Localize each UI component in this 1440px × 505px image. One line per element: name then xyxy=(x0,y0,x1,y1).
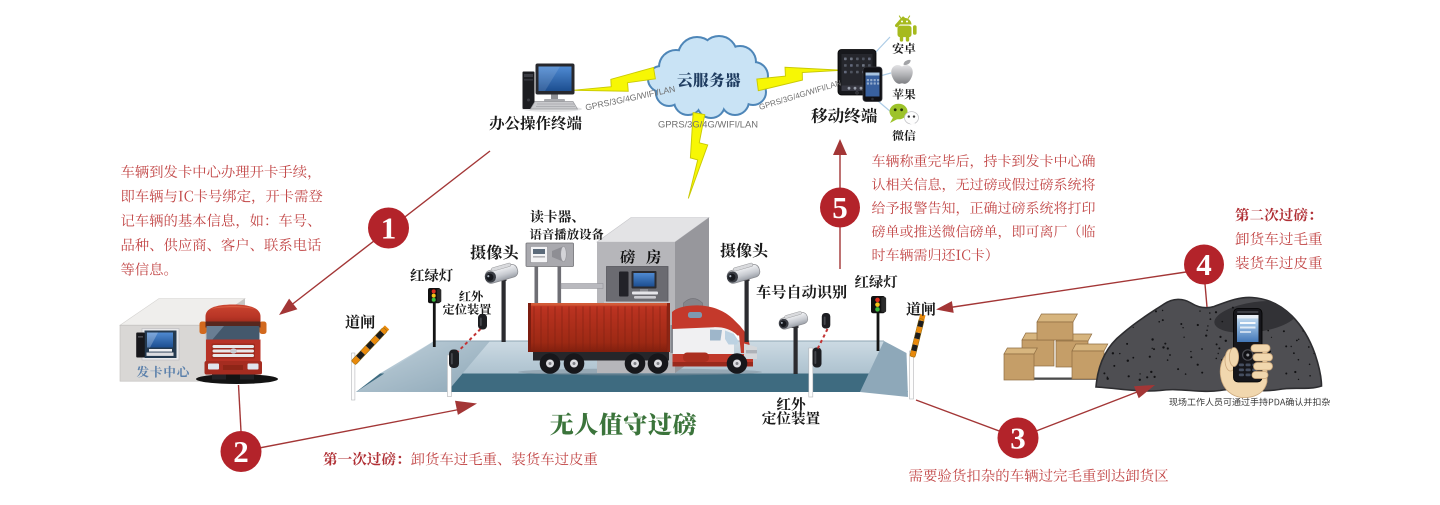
svg-text:4: 4 xyxy=(1196,247,1212,282)
svg-text:5: 5 xyxy=(832,190,848,225)
svg-text:1: 1 xyxy=(381,211,397,246)
svg-text:3: 3 xyxy=(1010,421,1026,456)
svg-text:GPRS/3G/4G/WIFI/LAN: GPRS/3G/4G/WIFI/LAN xyxy=(658,119,758,130)
svg-text:2: 2 xyxy=(233,434,249,469)
